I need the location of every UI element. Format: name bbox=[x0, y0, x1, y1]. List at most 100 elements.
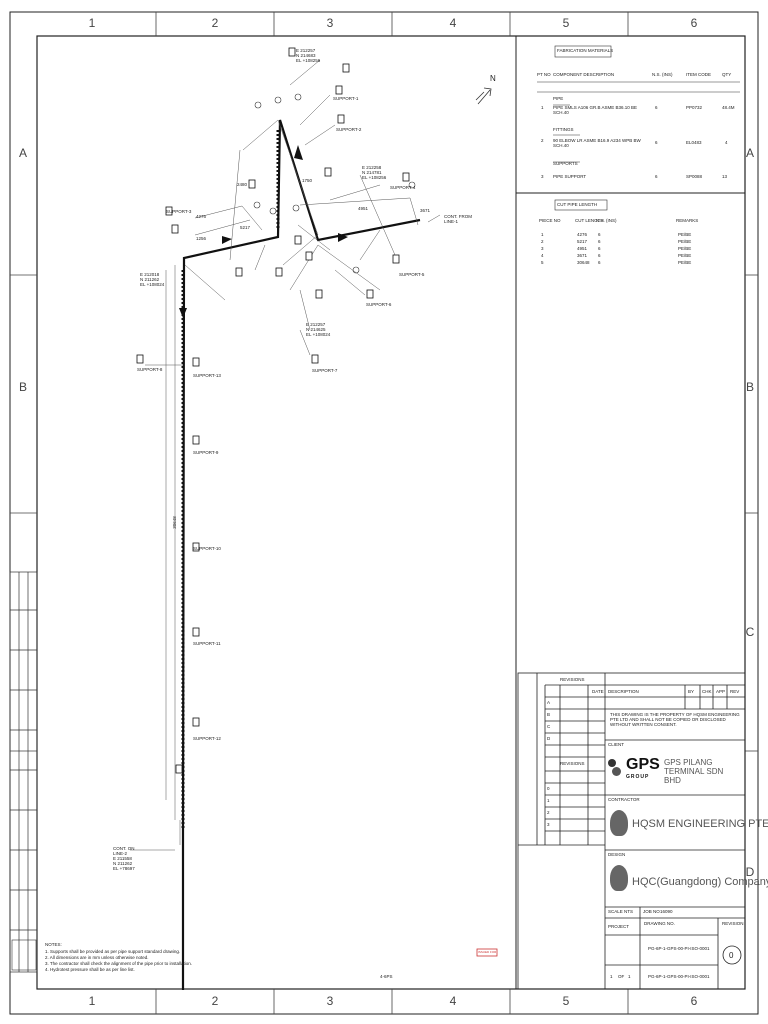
support-tag: SUPPORT-11 bbox=[193, 641, 221, 646]
bom-code: PP0732 bbox=[686, 105, 703, 110]
drawing-no-label: DRAWING NO. bbox=[644, 921, 675, 926]
bom-section: SUPPORTS bbox=[553, 161, 578, 166]
row-label-a: A bbox=[18, 146, 27, 160]
bom-section: PIPE bbox=[553, 96, 564, 101]
cut-length-cell: 5 bbox=[541, 260, 544, 265]
bom-header-desc: COMPONENT DESCRIPTION bbox=[553, 72, 615, 77]
bom-ns: 6 bbox=[655, 105, 658, 110]
cut-length-cell: 3 bbox=[541, 246, 544, 251]
revisions-label: REVISIONS bbox=[560, 677, 585, 682]
col-label-3-bottom: 3 bbox=[326, 994, 334, 1008]
support-tag: SUPPORT-4 bbox=[390, 185, 416, 190]
coord-block-5: CONT. ON LINE-2 E 211558 N 211262 EL +78… bbox=[113, 846, 135, 871]
bom-desc: 90 ELBOW LR ASME B16.9 A234 WPB BW SCH.4… bbox=[553, 138, 641, 148]
sheet-total: 1 bbox=[628, 974, 631, 979]
dim-label: 5217 bbox=[240, 225, 251, 230]
dim-label: 1256 bbox=[196, 236, 207, 241]
design-name: HQC(Guangdong) Company bbox=[632, 876, 768, 888]
client-label: CLIENT bbox=[608, 742, 625, 747]
design-label: DESIGN bbox=[608, 852, 626, 857]
dim-label: 30648 bbox=[171, 516, 177, 529]
client-name: GPS PILANG TERMINAL SDN BHD bbox=[664, 758, 724, 785]
sheet-drawing-number: PG-6P-1-GPS-00-PI-ISO-0001 bbox=[648, 974, 710, 979]
design-logo-icon bbox=[610, 865, 628, 891]
row-label-d-right: D bbox=[745, 865, 755, 879]
bom-desc: PIPE SUPPORT bbox=[553, 174, 587, 179]
row-label-c-right: C bbox=[745, 625, 755, 639]
bom-code: EL0483 bbox=[686, 140, 702, 145]
cut-length-cell: 4951 bbox=[577, 246, 588, 251]
rev-header: CHK bbox=[702, 689, 712, 694]
col-label-3: 3 bbox=[326, 16, 334, 30]
contractor-name: HQSM ENGINEERING PTE LTD bbox=[632, 818, 768, 830]
disclaimer: THIS DRAWING IS THE PROPERTY OF HQSM ENG… bbox=[610, 712, 740, 727]
support-tag: SUPPORT-12 bbox=[193, 736, 221, 741]
col-label-2-bottom: 2 bbox=[211, 994, 219, 1008]
contractor-label: CONTRACTOR bbox=[608, 797, 640, 802]
col-label-6: 6 bbox=[690, 16, 698, 30]
cut-header-piece: PIECE NO bbox=[539, 218, 561, 223]
bom-pt: 3 bbox=[541, 174, 544, 179]
cut-length-cell: PE/BE bbox=[678, 246, 692, 251]
cut-length-cell: PE/BE bbox=[678, 239, 692, 244]
dim-label: 2480 bbox=[237, 182, 248, 187]
revision-value: 0 bbox=[729, 951, 734, 960]
col-label-6-bottom: 6 bbox=[690, 994, 698, 1008]
cut-length-cell: 6 bbox=[598, 260, 601, 265]
support-tag: SUPPORT-2 bbox=[336, 127, 362, 132]
contractor-logo-icon bbox=[610, 810, 628, 836]
col-label-1: 1 bbox=[88, 16, 96, 30]
bom-section: FITTINGS bbox=[553, 127, 574, 132]
rev-header: DATE bbox=[592, 689, 604, 694]
note-line: 4. Hydrotest pressure shall be as per li… bbox=[45, 967, 135, 972]
rev-row: B bbox=[547, 712, 551, 717]
support-tag: SUPPORT-7 bbox=[312, 368, 338, 373]
rev-row: 1 bbox=[547, 798, 550, 803]
cut-length-cell: 3671 bbox=[577, 253, 588, 258]
notes-heading: NOTES: bbox=[45, 942, 62, 947]
dim-label: 3671 bbox=[420, 208, 431, 213]
north-label: N bbox=[490, 74, 496, 83]
dim-label: 4951 bbox=[358, 206, 369, 211]
client-logo-text: GPS bbox=[626, 756, 660, 773]
cut-length-cell: 30648 bbox=[577, 260, 590, 265]
row-label-b-right: B bbox=[745, 380, 754, 394]
dim-label: 4276 bbox=[196, 214, 207, 219]
cut-header-ns: N.S. (INS) bbox=[596, 218, 617, 223]
row-label-a-right: A bbox=[745, 146, 754, 160]
support-tag: SUPPORT-13 bbox=[193, 373, 221, 378]
note-line: 3. The contractor shall check the alignm… bbox=[45, 961, 192, 966]
drawing-number: PG-6P-1-GPS-00-PI-ISO-0001 bbox=[648, 946, 710, 951]
cut-length-cell: 4276 bbox=[577, 232, 588, 237]
rev-row: 0 bbox=[547, 786, 550, 791]
support-tag: SUPPORT-10 bbox=[193, 546, 221, 551]
rev-row: A bbox=[547, 700, 551, 705]
row-label-b: B bbox=[18, 380, 27, 394]
bom-ns: 6 bbox=[655, 140, 658, 145]
north-arrow bbox=[475, 87, 492, 105]
cut-length-cell: PE/BE bbox=[678, 232, 692, 237]
sheet-of: OF bbox=[618, 974, 625, 979]
rev-header: BY bbox=[688, 689, 695, 694]
rev-header: APP bbox=[716, 689, 726, 694]
note-line: 1. Supports shall be provided as per pip… bbox=[45, 949, 181, 954]
rev-row: D bbox=[547, 736, 551, 741]
bom-header-pt: PT NO bbox=[537, 72, 551, 77]
cut-header-length: CUT LENGTH bbox=[575, 218, 604, 223]
bom-pt: 2 bbox=[541, 138, 544, 143]
support-tag: SUPPORT-6 bbox=[366, 302, 392, 307]
cut-header-remarks: REMARKS bbox=[676, 218, 699, 223]
scale-value: NTS bbox=[624, 909, 633, 914]
coord-block-1: E 212257 N 214683 EL +108256 bbox=[296, 48, 321, 63]
dim-label: 1750 bbox=[302, 178, 313, 183]
support-tag: SUPPORT-1 bbox=[333, 96, 359, 101]
bom-header-code: ITEM CODE bbox=[686, 72, 712, 77]
cut-length-cell: 6 bbox=[598, 253, 601, 258]
issue-stamp: ISSUED FOR CONSTRUCTION bbox=[478, 950, 496, 954]
rev-header: REV bbox=[730, 689, 740, 694]
note-line: 2. All dimensions are in mm unless other… bbox=[45, 955, 149, 960]
rev-header: DESCRIPTION bbox=[608, 689, 639, 694]
coord-block-3: E 212018 N 211262 EL +108024 bbox=[140, 272, 165, 287]
job-label: JOB NO bbox=[643, 909, 660, 914]
